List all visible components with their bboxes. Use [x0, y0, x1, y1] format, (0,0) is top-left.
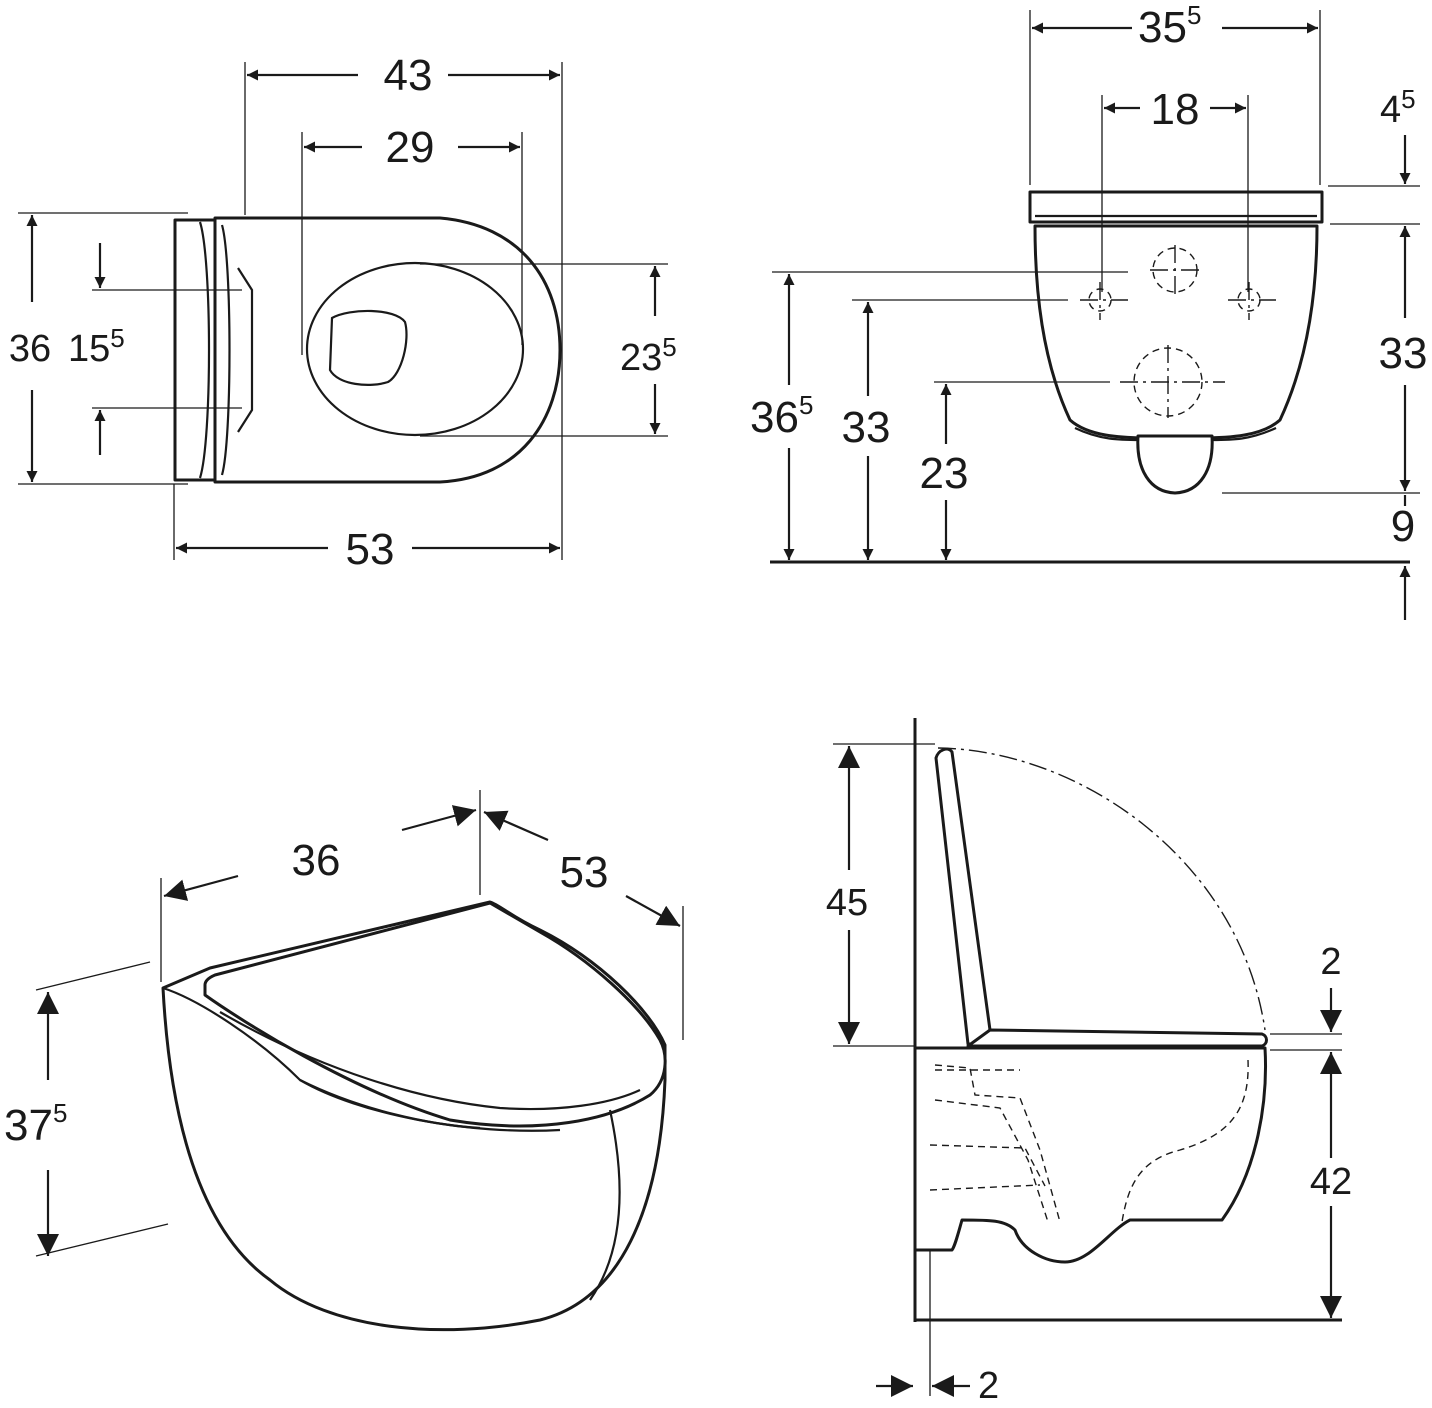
- iso-dim-53: 53: [560, 848, 609, 897]
- side-dim-2-seat: 2: [1320, 941, 1341, 983]
- dim-53: 53: [346, 525, 395, 574]
- dim-36-5: 365: [750, 390, 813, 442]
- dim-35-5: 355: [1138, 0, 1201, 52]
- front-view: 355 18 45 33 9 365 33 23: [750, 0, 1427, 620]
- top-view: 43 29 53 36 155 235: [9, 51, 677, 574]
- front-view-outline: [1028, 190, 1324, 495]
- dim-29: 29: [386, 123, 435, 172]
- side-view: 45 2 42 2: [826, 718, 1352, 1407]
- dim-33-left: 33: [842, 403, 891, 452]
- dim-18: 18: [1151, 85, 1200, 134]
- side-dim-42: 42: [1310, 1161, 1352, 1203]
- side-dim-2-wall: 2: [978, 1365, 999, 1407]
- dim-23-5: 235: [620, 332, 677, 379]
- dim-15-5: 155: [68, 323, 125, 370]
- iso-view: 36 53 375: [4, 790, 684, 1332]
- side-view-outline: [913, 747, 1268, 1264]
- side-dim-45: 45: [826, 882, 868, 924]
- dim-9: 9: [1391, 502, 1415, 551]
- dim-4-5: 45: [1380, 84, 1416, 131]
- dim-43: 43: [384, 51, 433, 100]
- dim-23: 23: [920, 449, 969, 498]
- iso-dim-36: 36: [292, 836, 341, 885]
- dim-33-right: 33: [1379, 329, 1428, 378]
- dim-36: 36: [9, 328, 51, 370]
- iso-dim-37-5: 375: [4, 1098, 67, 1150]
- iso-view-outline: [161, 900, 667, 1332]
- top-view-outline: [173, 216, 562, 484]
